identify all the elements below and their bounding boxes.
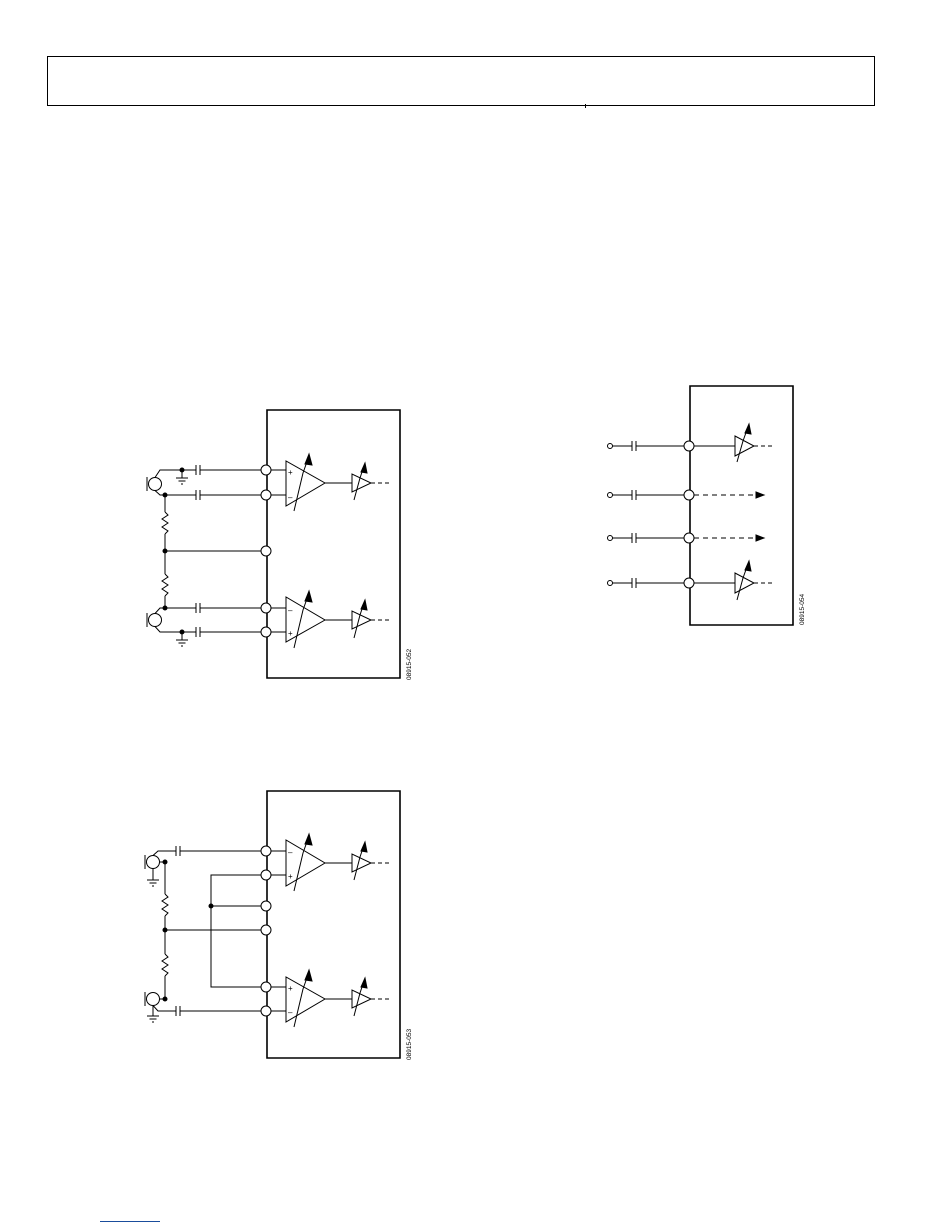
ground-icon (147, 1016, 159, 1022)
input-pin-circle (261, 1006, 271, 1016)
microphone-icon (147, 856, 160, 869)
svg-text:+: + (288, 629, 293, 638)
resistor-icon (162, 574, 168, 596)
header-divider-tick (585, 104, 586, 108)
capacitor-icon (196, 603, 200, 613)
input-pin-circle (261, 627, 271, 637)
input-pin-circle (261, 603, 271, 613)
figure-code: 08915-054 (799, 594, 806, 625)
capacitor-icon (632, 490, 636, 500)
capacitor-icon (176, 1006, 180, 1016)
capacitor-icon (632, 533, 636, 543)
ground-icon (176, 478, 188, 484)
input-pin-circle (261, 490, 271, 500)
line-input-terminal (608, 581, 613, 586)
ground-icon (147, 880, 159, 886)
page-header-box (47, 56, 875, 106)
chip-outline (267, 410, 400, 678)
arrow-icon (756, 492, 764, 498)
bias-pin-circle (261, 925, 271, 935)
buffer-amplifier-icon (352, 854, 371, 872)
input-pin-circle (684, 578, 694, 588)
input-pin-circle (684, 533, 694, 543)
line-input-terminal (608, 493, 613, 498)
resistor-icon (162, 512, 168, 534)
figure-single-ended-mic-inputs: – + + – 08915-053 (130, 780, 430, 1070)
buffer-amplifier-icon (352, 990, 371, 1008)
microphone-icon (147, 993, 160, 1006)
svg-text:–: – (288, 493, 293, 502)
capacitor-icon (632, 441, 636, 451)
capacitor-icon (632, 578, 636, 588)
capacitor-icon (176, 846, 180, 856)
ground-icon (176, 640, 188, 646)
capacitor-icon (196, 465, 200, 475)
bias-pin-circle (261, 546, 271, 556)
buffer-amplifier-icon (352, 611, 371, 629)
line-input-terminal (608, 444, 613, 449)
figure-code: 08915-052 (406, 649, 413, 680)
input-pin-circle (261, 982, 271, 992)
buffer-amplifier-icon (735, 573, 754, 593)
svg-text:–: – (288, 1008, 293, 1017)
svg-text:+: + (288, 984, 293, 993)
input-pin-circle (684, 441, 694, 451)
capacitor-icon (196, 627, 200, 637)
input-pin-circle (261, 465, 271, 475)
figure-code: 08915-053 (406, 1029, 413, 1060)
ref-pin-circle (261, 901, 271, 911)
input-pin-circle (684, 490, 694, 500)
svg-text:–: – (288, 848, 293, 857)
buffer-amplifier-icon (735, 436, 754, 456)
line-input-terminal (608, 536, 613, 541)
input-pin-circle (261, 846, 271, 856)
svg-text:+: + (288, 872, 293, 881)
figure-differential-mic-inputs: + – – + 08915-052 (130, 400, 430, 690)
buffer-amplifier-icon (352, 474, 371, 492)
svg-text:–: – (288, 606, 293, 615)
resistor-icon (162, 954, 168, 976)
svg-text:+: + (288, 468, 293, 477)
arrow-icon (756, 535, 764, 541)
microphone-icon (149, 478, 162, 491)
microphone-icon (149, 614, 162, 627)
capacitor-icon (196, 490, 200, 500)
footer-link-rule (100, 1221, 160, 1222)
chip-outline (267, 791, 400, 1058)
figure-line-inputs: 08915-054 (600, 378, 820, 638)
input-pin-circle (261, 870, 271, 880)
resistor-icon (162, 894, 168, 916)
